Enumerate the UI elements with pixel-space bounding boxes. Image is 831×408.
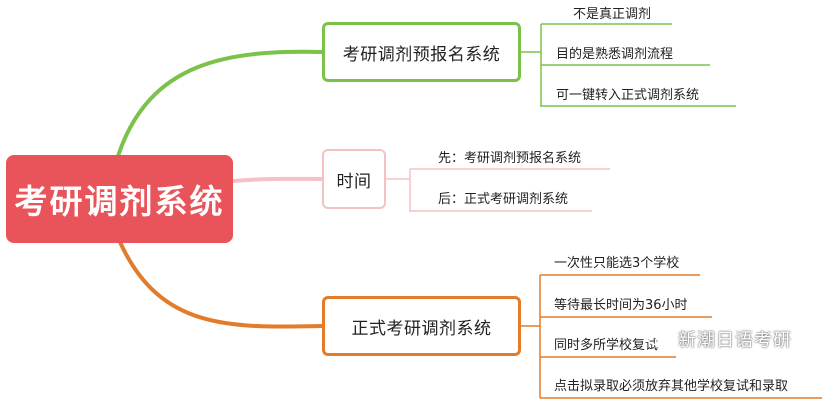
leaf-item: 先：考研调剂预报名系统 xyxy=(438,151,582,166)
leaf-item: 不是真正调剂 xyxy=(573,7,652,22)
leaf-item: 后：正式考研调剂系统 xyxy=(438,192,569,207)
leaf-item: 点击拟录取必须放弃其他学校复试和录取 xyxy=(554,379,789,394)
leaf-item: 一次性只能选3个学校 xyxy=(554,256,680,271)
branch-2-leaf-connectors xyxy=(386,168,610,212)
watermark-text: 新潮日语考研 xyxy=(678,330,792,351)
root-topic: 考研调剂系统 xyxy=(6,155,233,243)
leaf-item: 同时多所学校复试 xyxy=(554,338,659,353)
root-to-branch-3-connector xyxy=(118,241,323,329)
watermark: 新潮日语考研 xyxy=(646,326,792,352)
branch-time: 时间 xyxy=(322,149,386,209)
branch-formal-adjustment-system: 正式考研调剂系统 xyxy=(322,296,521,356)
root-topic-label: 考研调剂系统 xyxy=(14,182,225,221)
leaf-item: 目的是熟悉调剂流程 xyxy=(556,47,674,62)
wechat-icon xyxy=(646,328,672,349)
leaf-item: 可一键转入正式调剂系统 xyxy=(556,88,700,103)
branch-label: 考研调剂预报名系统 xyxy=(342,44,501,65)
leaf-item: 等待最长时间为36小时 xyxy=(554,298,688,313)
branch-1-leaf-connectors xyxy=(521,23,736,107)
branch-pre-registration-system: 考研调剂预报名系统 xyxy=(322,22,521,82)
root-to-branch-2-connector xyxy=(232,176,323,183)
branch-label: 正式考研调剂系统 xyxy=(351,318,492,339)
root-to-branch-1-connector xyxy=(116,49,323,157)
branch-3-leaf-connectors xyxy=(521,274,822,399)
branch-label: 时间 xyxy=(336,171,372,192)
